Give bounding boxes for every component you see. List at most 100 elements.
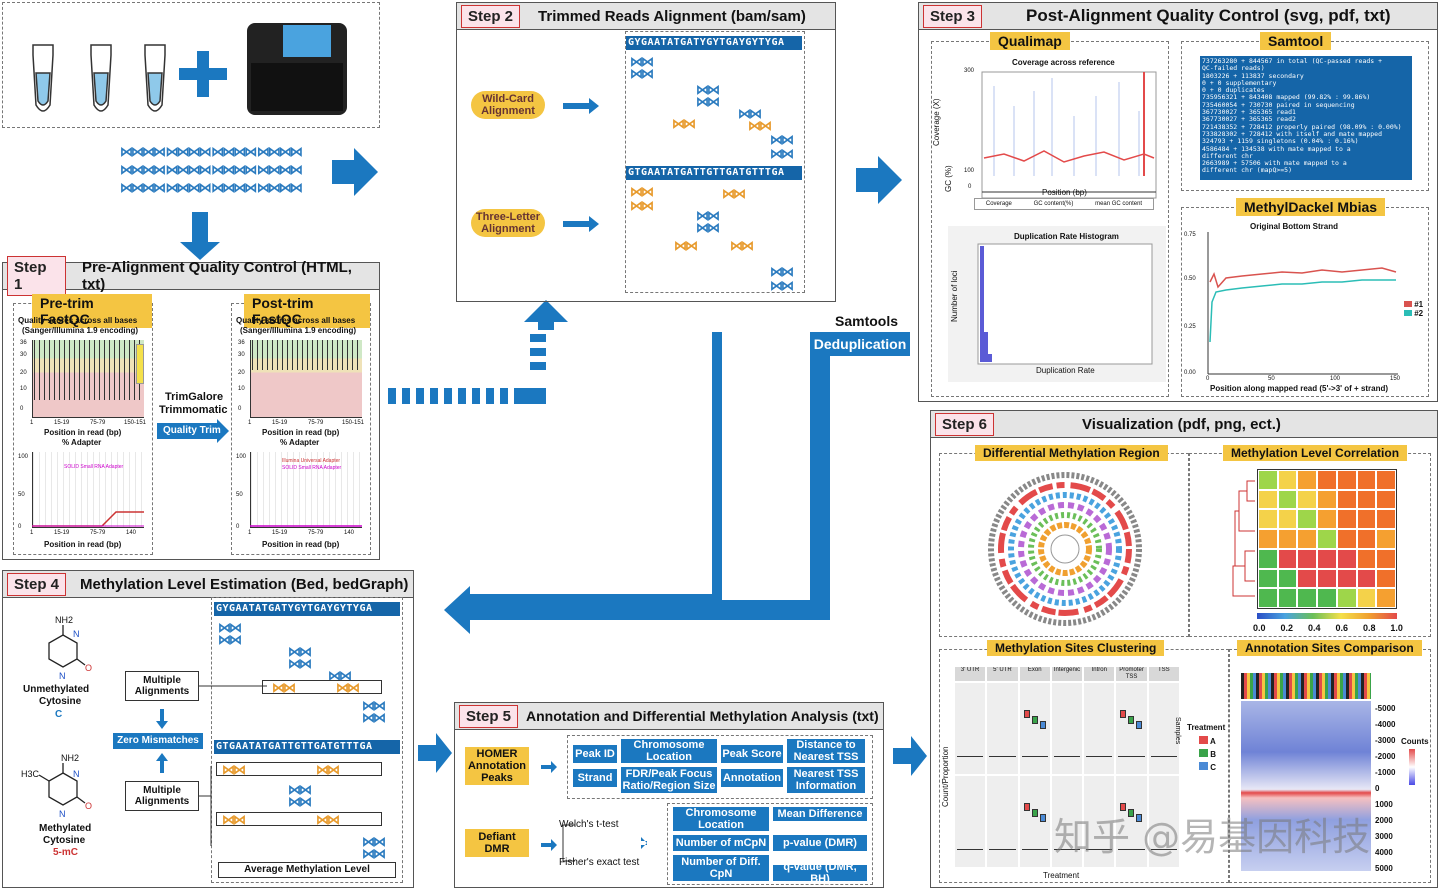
samtool-line: 2663989 + 57506 with mate mapped to a — [1202, 159, 1347, 168]
samtool-line: different chr — [1202, 151, 1253, 160]
step4-seq-box: GYGAATATGATYGYTGAYGYTYGA ⋈⋈⋈⋈ ⋈⋈⋈⋈ ⋈⋈ ⋈⋈… — [211, 597, 403, 883]
q-xtick: 15-19 — [54, 420, 70, 426]
step4-seq2: GTGAATATGATTGTTGATGTTTGA — [214, 740, 400, 754]
a-xlabel: Position in read (bp) — [262, 540, 340, 549]
corr-cell — [1376, 509, 1396, 530]
watermark: 知乎 @易基因科技 — [1054, 815, 1371, 859]
qualimap-box: Qualimap Coverage across reference Cover… — [931, 32, 1169, 397]
unmeth-cyt-label: Cytosine — [39, 696, 82, 707]
cov-tick-100: 100 — [964, 168, 975, 174]
samtool-line: 4586484 + 134538 with mate mapped to a — [1202, 144, 1351, 153]
svg-text:N: N — [73, 629, 80, 639]
q-xtick: 150-151 — [342, 420, 365, 426]
defiant-columns — [667, 803, 873, 885]
samtool-line: 735460054 + 730730 paired in sequencing — [1202, 100, 1355, 109]
clust-panel — [1084, 683, 1115, 774]
samtool-line: QC-failed reads) — [1202, 64, 1265, 73]
svg-text:N: N — [59, 809, 66, 819]
corr-cell — [1258, 588, 1278, 608]
avg-meth-label: Average Methylation Level — [218, 862, 396, 878]
qvalue-col: q-value (DMR, BH) — [773, 861, 867, 885]
mbias-title: Original Bottom Strand — [1250, 222, 1338, 231]
chrom-loc-col: Chromosome Location — [621, 739, 717, 763]
step2-badge: Step 2 — [461, 4, 521, 28]
mb-ytick-075: 0.75 — [1184, 232, 1196, 238]
mb-legend: #1 #2 — [1404, 300, 1423, 318]
circos-plot — [988, 472, 1142, 626]
samtool-line: 0 + 0 duplicates — [1202, 86, 1265, 95]
corr-cell — [1297, 509, 1318, 530]
corr-cell — [1317, 548, 1337, 569]
q-xlabel: Position in read (bp) — [262, 428, 340, 437]
corr-cell — [1297, 588, 1318, 608]
mb-ytick-000: 0.00 — [1184, 370, 1196, 376]
corr-cell — [1277, 548, 1298, 569]
samtool-output: 737263280 + 844567 in total (QC-passed r… — [1200, 56, 1412, 180]
a-tick: 50 — [236, 492, 243, 498]
clust-panel — [955, 776, 986, 867]
adapter-title: % Adapter — [62, 438, 102, 447]
step6-badge: Step 6 — [935, 412, 995, 436]
counts-colorbar — [1409, 749, 1415, 785]
cytosine-structures: NN NN OO — [38, 625, 92, 819]
corr-cell — [1258, 489, 1278, 510]
pre-trim-box: Pre-trim FastQC — [13, 294, 153, 555]
samtool-label: Samtool — [1260, 32, 1332, 50]
dist-tss-col: Distance to Nearest TSS — [787, 739, 865, 763]
step4-title: Methylation Level Estimation (Bed, bedGr… — [80, 575, 409, 593]
corr-cell — [1258, 568, 1278, 589]
corr-cell — [1277, 588, 1298, 608]
trimgalore-label: TrimGalore — [165, 391, 224, 403]
corr-cell — [1336, 568, 1357, 589]
quality-boxes — [252, 340, 360, 370]
corr-cell — [1297, 568, 1318, 589]
samples-label: Samples — [1174, 717, 1181, 745]
dna-reads-icon: ⋈⋈⋈⋈ ⋈⋈⋈⋈ ⋈⋈⋈⋈ ⋈⋈⋈⋈⋈⋈⋈⋈ ⋈⋈⋈⋈ ⋈⋈⋈⋈ ⋈⋈⋈⋈⋈⋈… — [120, 144, 303, 195]
samtool-line: 735956321 + 843408 mapped (99.82% : 99.8… — [1202, 93, 1371, 102]
trimmomatic-label: Trimmomatic — [159, 404, 228, 416]
fastqc-post-plots: Quality scores across all bases(Sanger/I… — [232, 314, 372, 554]
corr-cell — [1376, 548, 1396, 569]
clust-ylabel: Count/Proportion — [941, 746, 950, 807]
mb-xtick-50: 50 — [1268, 376, 1275, 382]
q-tick: 36 — [20, 340, 27, 346]
step2-seq1: GYGAATATGATYGYTGAYGYTYGA — [626, 36, 802, 50]
fastqc-pre-plots: Quality scores across all bases(Sanger/I… — [14, 314, 154, 554]
corr-cell — [1297, 548, 1318, 569]
mean-diff-col: Mean Difference — [773, 807, 867, 821]
adapter-line — [250, 525, 362, 527]
corr-cell — [1356, 568, 1377, 589]
multi-align-2: Multiple Alignments — [125, 781, 199, 811]
strand-col: Strand — [573, 769, 617, 787]
step5-badge: Step 5 — [459, 704, 519, 728]
mbias-box: MethylDackel Mbias Original Bottom Stran… — [1181, 198, 1429, 397]
corr-cell — [1277, 489, 1298, 510]
q-xtick: 75-79 — [308, 420, 324, 426]
clust-panel — [1084, 776, 1115, 867]
treatment-label: Treatment — [1187, 723, 1226, 732]
clust-facet: Exon — [1019, 667, 1050, 867]
corr-cell — [1277, 470, 1298, 490]
clust-label: Methylation Sites Clustering — [987, 640, 1165, 656]
multi-align-1: Multiple Alignments — [125, 671, 199, 701]
a-tick: 0 — [18, 524, 22, 530]
step2-seq-box: GYGAATATGATYGYTGAYGYTYGA ⋈⋈⋈⋈ ⋈⋈⋈⋈ ⋈⋈⋈⋈⋈… — [625, 31, 805, 293]
meth-label: Methylated — [39, 823, 92, 834]
corr-colorbar — [1257, 613, 1397, 619]
step3-title: Post-Alignment Quality Control (svg, pdf… — [1026, 6, 1391, 25]
q-xtick: 1 — [30, 420, 34, 426]
samtool-line: different chr (mapQ>=5) — [1202, 166, 1293, 175]
corr-cell — [1258, 548, 1278, 569]
corr-cell — [1277, 568, 1298, 589]
pvalue-col: p-value (DMR) — [773, 835, 867, 851]
unmeth-label: Unmethylated — [23, 684, 90, 695]
corr-cell — [1258, 509, 1278, 530]
peak-id-col: Peak ID — [573, 745, 617, 763]
q-tick: 30 — [238, 352, 245, 358]
